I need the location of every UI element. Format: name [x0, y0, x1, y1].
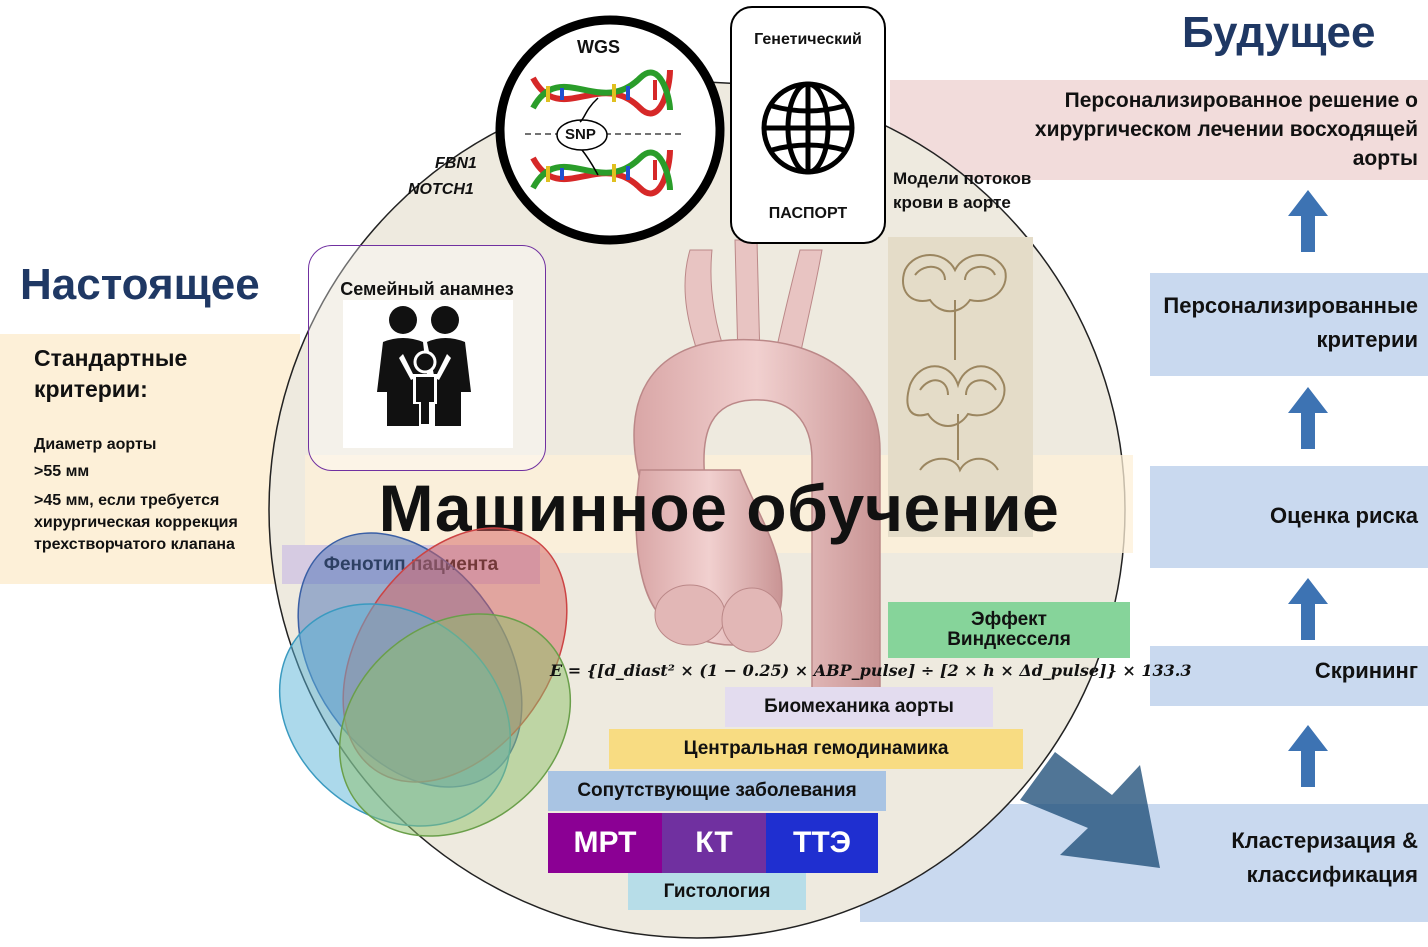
future-step-screening: Скрининг	[1314, 658, 1418, 683]
future-step-risk: Оценка риска	[1270, 503, 1418, 528]
criteria-item-45: >45 мм, если требуется хирургическая кор…	[34, 492, 238, 553]
arrow-up-icon	[1288, 725, 1328, 787]
future-band-risk	[1150, 466, 1428, 568]
histology-label: Гистология	[628, 873, 806, 910]
globe-icon	[761, 81, 855, 175]
arrow-up-icon	[1288, 190, 1328, 252]
wgs-label: WGS	[577, 37, 620, 57]
criteria-item-diameter: Диаметр аорты	[34, 436, 157, 453]
present-heading: Настоящее	[20, 260, 260, 309]
biomechanics-label: Биомеханика аорты	[725, 687, 993, 727]
modality-tte: ТТЭ	[766, 813, 878, 873]
future-step-criteria: Персонализированные критерии	[1163, 293, 1418, 352]
snp-label: SNP	[565, 126, 596, 143]
future-band-top	[890, 80, 1428, 180]
comorbidities-label: Сопутствующие заболевания	[548, 771, 886, 811]
passport-bottom-label: ПАСПОРТ	[768, 205, 848, 222]
future-step-clustering: Кластеризация & классификация	[1231, 828, 1418, 887]
family-icon	[377, 306, 471, 428]
future-band-screening	[1150, 646, 1428, 706]
modality-kt: КТ	[662, 813, 766, 873]
flow-models-label: Модели потоков крови в аорте	[893, 169, 1032, 212]
modality-mrt: МРТ	[548, 813, 662, 873]
gene-fbn1: FBN1	[435, 155, 477, 172]
future-band-criteria	[1150, 273, 1428, 376]
future-heading: Будущее	[1182, 8, 1376, 57]
arrow-up-icon	[1288, 387, 1328, 449]
present-band	[0, 334, 300, 584]
future-step-decision: Персонализированное решение о хирургичес…	[1034, 89, 1418, 170]
gene-notch1: NOTCH1	[408, 181, 474, 198]
windkessel-formula: E = {[d_diast² × (1 − 0.25) × ABP_pulse]…	[550, 661, 1192, 680]
family-history-label: Семейный анамнез	[340, 279, 514, 299]
passport-top-label: Генетический	[754, 31, 862, 48]
hemodynamics-label: Центральная гемодинамика	[609, 729, 1023, 769]
criteria-item-55: >55 мм	[34, 463, 90, 480]
windkessel-label: Эффект Виндкесселя	[888, 602, 1130, 658]
criteria-title: Стандартные критерии:	[34, 345, 188, 402]
arrow-up-icon	[1288, 578, 1328, 640]
